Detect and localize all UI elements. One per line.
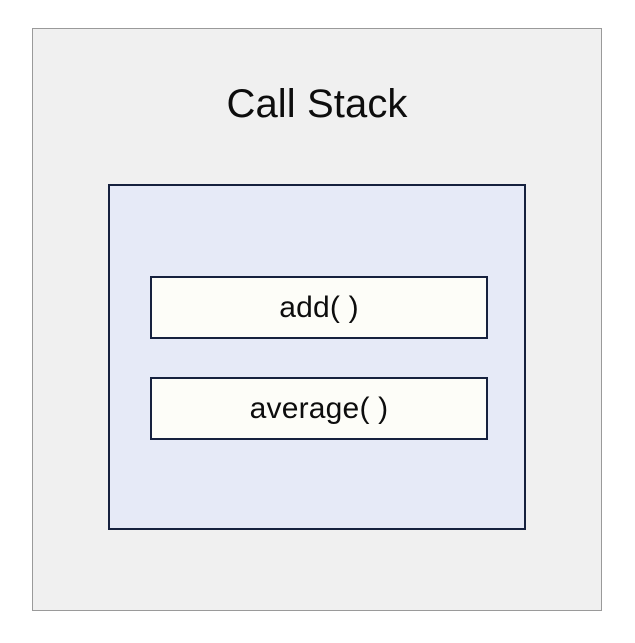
stack-frame-label: average( ) xyxy=(249,391,389,425)
page-title: Call Stack xyxy=(226,82,408,126)
call-stack-container: add( ) average( ) xyxy=(108,184,526,530)
stack-frame-add[interactable]: add( ) xyxy=(150,276,488,339)
stack-frame-average[interactable]: average( ) xyxy=(150,377,488,440)
stack-frame-label: add( ) xyxy=(279,290,359,324)
